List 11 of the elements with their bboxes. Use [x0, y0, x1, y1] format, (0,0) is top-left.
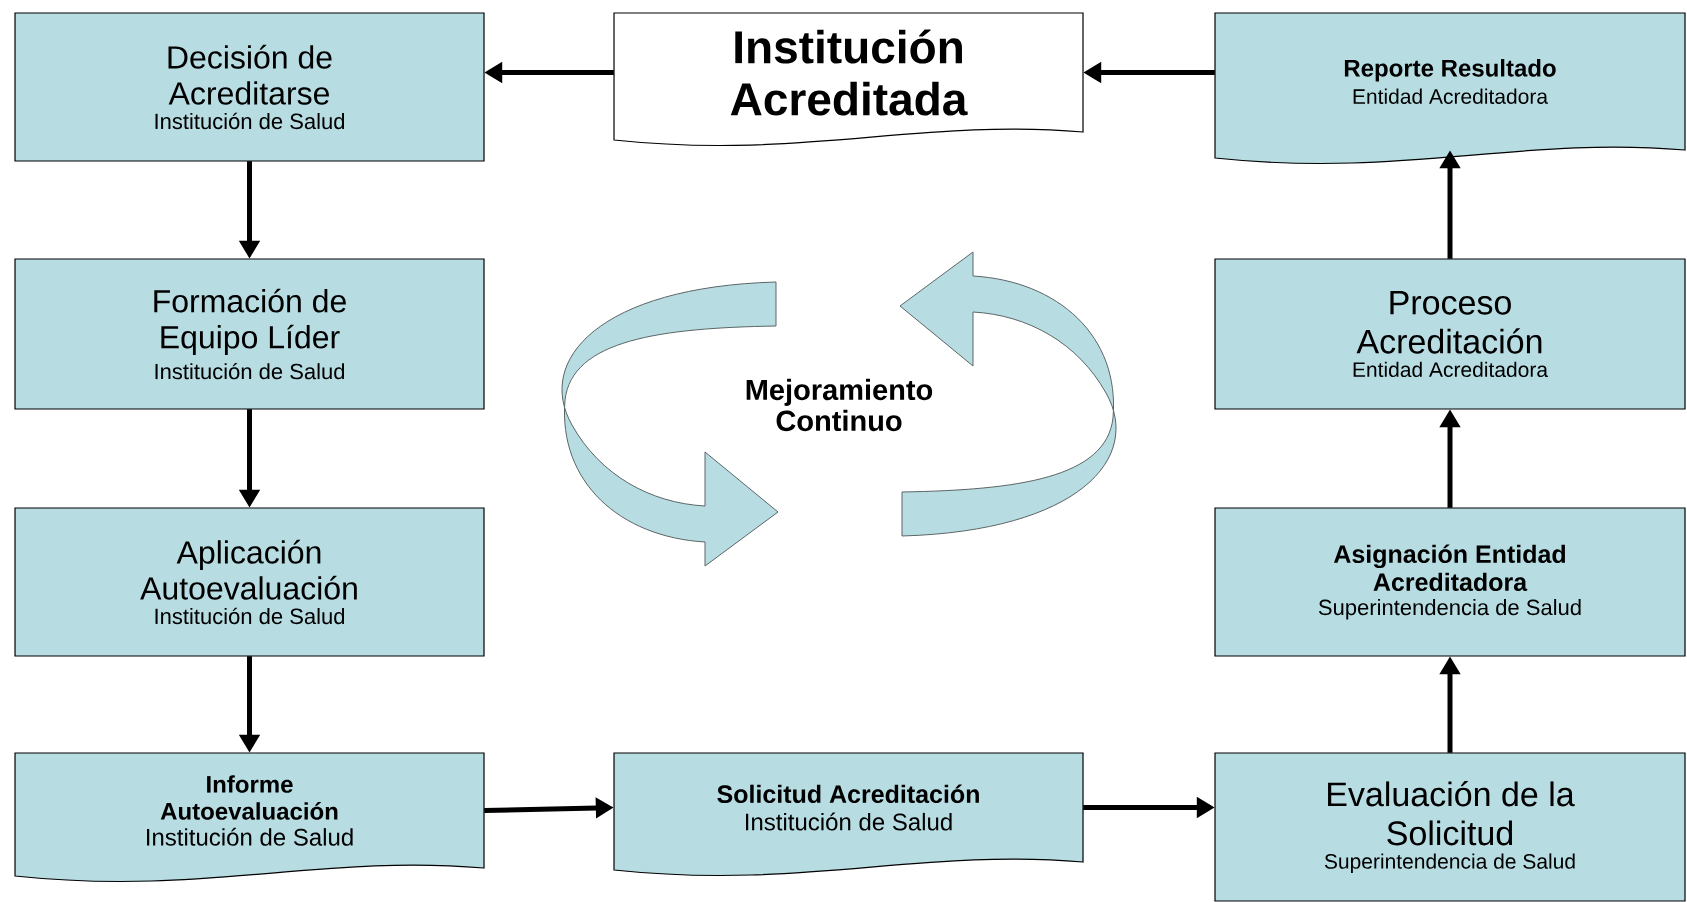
process-box: Proceso Acreditación Entidad Acreditadora — [1214, 258, 1686, 410]
document-box: Institución Acreditada — [613, 12, 1084, 146]
document-box: Reporte Resultado Entidad Acreditadora — [1214, 12, 1686, 164]
process-box: Evaluación de la Solicitud Superintendencia de Salud — [1214, 752, 1686, 902]
document-box: Solicitud Acreditación Institución de Salud — [613, 752, 1084, 876]
process-box: Asignación Entidad Acreditadora Superintendencia de Salud — [1214, 507, 1686, 657]
process-box: Decisión de Acreditarse Institución de Salud — [14, 12, 485, 162]
cycle-label: Mejoramiento Continuo — [746, 378, 933, 432]
process-box: Formación de Equipo Líder Institución de Salud — [14, 258, 485, 410]
document-box: Informe Autoevaluación Institución de Salud — [14, 752, 485, 882]
process-box: Aplicación Autoevaluación Institución de Salud — [14, 507, 485, 657]
